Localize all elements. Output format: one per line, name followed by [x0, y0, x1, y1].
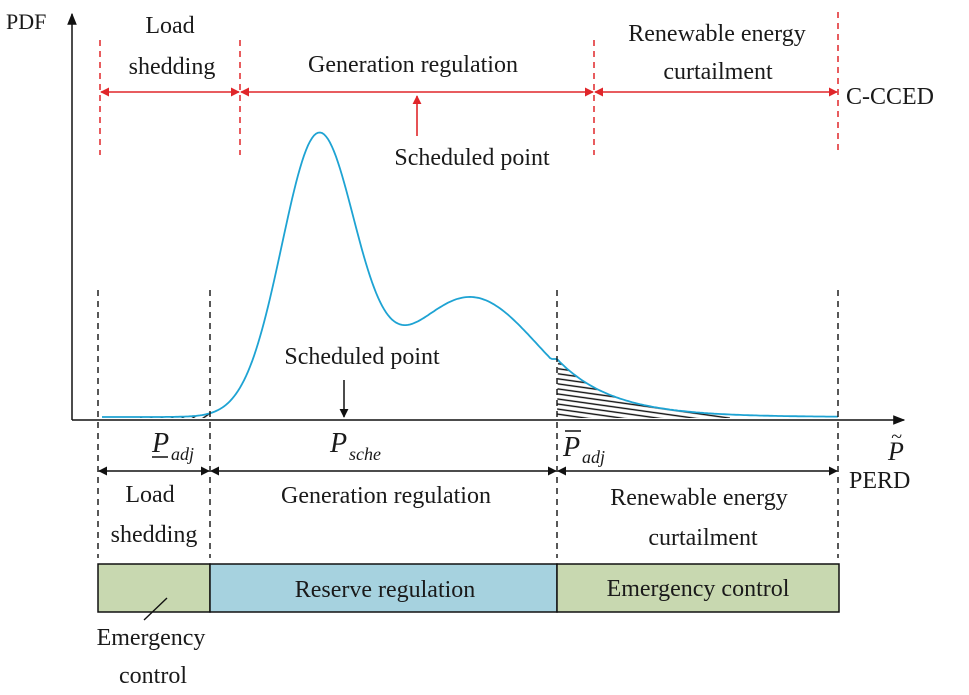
- emergency-callout-line2: control: [119, 663, 187, 689]
- p-sche-sub: sche: [349, 444, 381, 464]
- p-adj-low-symbol: P: [151, 428, 169, 459]
- emergency-callout-line1: Emergency: [97, 625, 206, 651]
- bottom-region-2-line1: Generation regulation: [281, 483, 491, 509]
- control-segment-reserve-label: Reserve regulation: [295, 577, 476, 603]
- pdf-curve: [102, 131, 838, 418]
- p-sche-symbol: P: [329, 428, 347, 459]
- bottom-scheme: Scheduled point P adj P sche P adj Load …: [97, 290, 839, 558]
- x-axis-symbol: P: [887, 437, 904, 466]
- bottom-region-1-line1: Load: [125, 482, 174, 508]
- p-adj-high-symbol: P: [562, 432, 580, 463]
- top-region-1-line1: Load: [145, 13, 194, 39]
- bottom-region-1-line2: shedding: [111, 522, 198, 548]
- emergency-callout-line: [143, 597, 168, 621]
- top-scheme: Load shedding Generation regulation Rene…: [99, 12, 934, 171]
- bottom-scheduled-label: Scheduled point: [284, 344, 440, 370]
- control-segment-emergency-left: [97, 563, 211, 613]
- control-segment-emergency-label: Emergency control: [607, 576, 790, 602]
- top-scheme-name: C-CCED: [846, 84, 934, 110]
- y-axis-label: PDF: [6, 9, 46, 34]
- top-scheduled-label: Scheduled point: [394, 145, 550, 171]
- top-region-3-line2: curtailment: [663, 59, 773, 85]
- top-region-3-line1: Renewable energy: [628, 21, 805, 47]
- control-bar: Reserve regulation Emergency control Eme…: [97, 563, 840, 689]
- p-adj-low-sub: adj: [171, 444, 194, 464]
- top-region-1-line2: shedding: [129, 54, 216, 80]
- control-segment-emergency-right: [556, 563, 840, 613]
- top-region-2-line1: Generation regulation: [308, 52, 518, 78]
- x-axis-name: PERD: [849, 468, 910, 494]
- p-adj-high-sub: adj: [582, 447, 605, 467]
- curtailment-hatch: [557, 360, 730, 418]
- bottom-region-3-line1: Renewable energy: [610, 485, 787, 511]
- bottom-region-3-line2: curtailment: [648, 525, 758, 551]
- x-axis-tilde: ~: [891, 426, 902, 448]
